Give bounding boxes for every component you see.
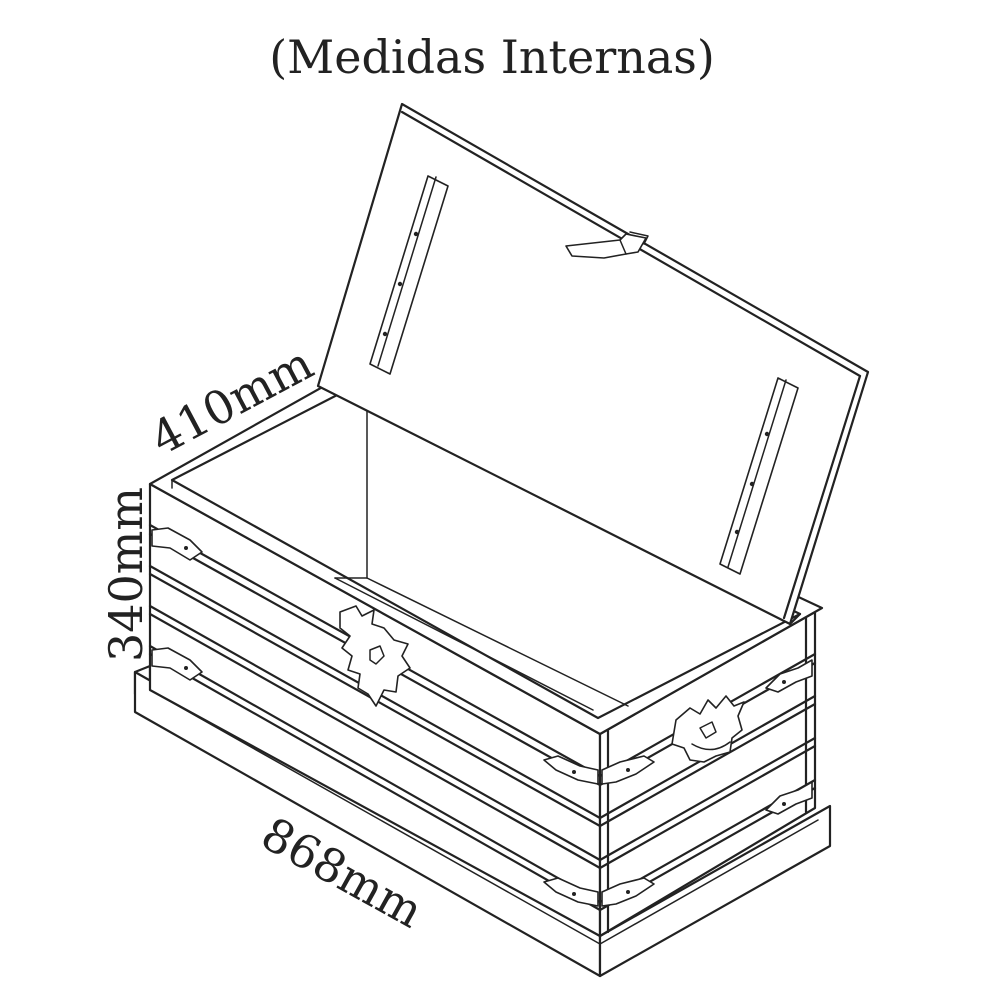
corner-bracket-front-bottom-right	[543, 877, 599, 907]
lid-batten-left	[369, 175, 449, 375]
corner-bracket-side-bottom-left	[601, 877, 655, 907]
diagram-title: (Medidas Internas)	[269, 30, 715, 84]
corner-bracket-side-top-left	[601, 755, 655, 785]
chest-lid	[316, 102, 870, 626]
corner-bracket-side-bottom-right	[765, 781, 813, 815]
lid-hasp	[565, 231, 649, 259]
corner-bracket-front-bottom-left	[151, 647, 203, 681]
height-dimension-label: 340mm	[99, 487, 153, 662]
side-lock-plate	[671, 695, 745, 763]
corner-bracket-side-top-right	[765, 659, 813, 693]
corner-bracket-front-top-right	[543, 755, 599, 785]
corner-bracket-front-top-left	[151, 527, 203, 561]
chest-interior	[148, 378, 824, 736]
lid-batten-right	[719, 377, 799, 575]
front-lock-plate	[339, 605, 411, 707]
